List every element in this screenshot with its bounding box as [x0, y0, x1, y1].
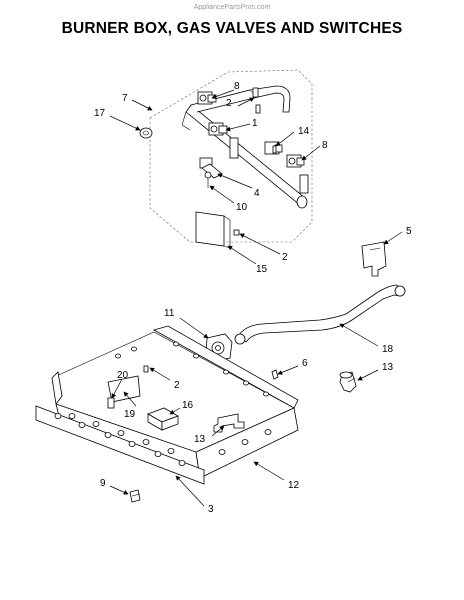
callout-6: 6 — [302, 358, 308, 369]
callout-9: 9 — [100, 478, 106, 489]
bracket-5 — [361, 241, 387, 277]
gas-supply-tube — [234, 284, 406, 345]
callout-3: 3 — [208, 504, 214, 515]
callout-8-right: 8 — [322, 140, 328, 151]
callout-11: 11 — [164, 308, 175, 319]
callout-10: 10 — [236, 202, 248, 213]
callout-7: 7 — [122, 93, 128, 104]
callout-16: 16 — [182, 400, 194, 411]
callout-1: 1 — [252, 118, 258, 129]
orifice-fitting — [339, 371, 357, 393]
mounting-bracket — [213, 413, 245, 433]
callout-2-plate: 2 — [282, 252, 288, 263]
callout-19: 19 — [124, 409, 136, 420]
gas-valve-2 — [208, 122, 228, 136]
callout-8-top: 8 — [234, 81, 240, 92]
cover-plate — [195, 211, 240, 249]
screw-9 — [129, 489, 141, 503]
callout-14: 14 — [298, 126, 310, 137]
watermark: AppliancePartsPros.com — [193, 4, 271, 11]
diagram-title: BURNER BOX, GAS VALVES AND SWITCHES — [61, 20, 403, 37]
callout-12: 12 — [288, 480, 300, 491]
callout-20: 20 — [117, 370, 129, 381]
gas-valve-4 — [286, 154, 305, 168]
front-trim-panel — [35, 405, 205, 485]
callout-2-top: 2 — [226, 98, 232, 109]
callout-13-lower: 13 — [194, 434, 206, 445]
callout-4: 4 — [254, 188, 260, 199]
callout-18: 18 — [382, 344, 394, 355]
pressure-regulator — [205, 333, 233, 363]
spark-module — [147, 407, 179, 431]
valve-assembly-group — [139, 69, 313, 243]
callout-15: 15 — [256, 264, 268, 275]
leader-lines — [109, 89, 403, 507]
gas-valve-1 — [197, 91, 217, 105]
callout-17: 17 — [94, 108, 106, 119]
burner-box — [51, 325, 299, 479]
callout-13-right: 13 — [382, 362, 394, 373]
callout-2-box: 2 — [174, 380, 180, 391]
callout-labels: 7 8 2 17 1 14 8 4 10 5 2 15 11 18 6 13 2… — [94, 81, 412, 515]
screw-6 — [271, 369, 279, 380]
callout-5: 5 — [406, 226, 412, 237]
